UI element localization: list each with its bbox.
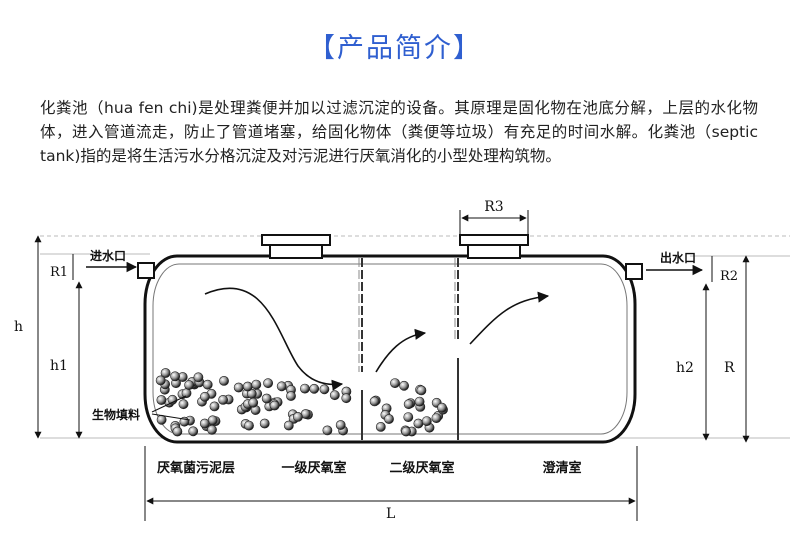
- media-ball: [384, 414, 394, 424]
- media-ball: [341, 393, 352, 404]
- media-ball: [170, 371, 180, 382]
- media-ball: [233, 382, 244, 393]
- dim-h1: h1: [50, 358, 68, 374]
- dim-h: h: [14, 319, 23, 335]
- media-ball: [399, 380, 409, 391]
- filter-media-balls: [155, 368, 448, 437]
- chamber-label-sludge: 厌氧菌污泥层: [157, 460, 235, 476]
- media-ball: [292, 411, 303, 422]
- media-ball: [178, 399, 189, 410]
- dim-r1: R1: [50, 265, 68, 280]
- media-ball: [329, 390, 340, 401]
- media-ball: [181, 388, 192, 399]
- dim-r2: R2: [720, 269, 738, 284]
- media-ball: [416, 385, 427, 396]
- media-ball: [335, 420, 346, 430]
- media-ball: [437, 402, 447, 413]
- media-ball: [209, 401, 220, 412]
- dim-r3: R3: [484, 199, 503, 215]
- dim-l: L: [386, 506, 395, 522]
- media-ball: [319, 384, 330, 395]
- media-ball: [244, 420, 254, 431]
- media-ball: [421, 416, 432, 426]
- media-ball: [375, 421, 386, 432]
- media-label: 生物填料: [92, 407, 140, 422]
- media-ball: [219, 375, 229, 386]
- media-ball: [193, 372, 204, 383]
- media-ball: [431, 413, 442, 423]
- septic-tank-diagram: R3 进水口 出水口 R1 R2 生物填料 h h1 h2 R 厌氧菌污泥层 一…: [14, 199, 790, 522]
- media-ball: [269, 400, 280, 411]
- media-ball: [322, 425, 333, 436]
- media-ball: [242, 381, 253, 392]
- media-ball: [403, 399, 414, 410]
- media-ball: [299, 383, 310, 394]
- intro-paragraph: 化粪池（hua fen chi)是处理粪便并加以过滤沉淀的设备。其原理是固化物在…: [40, 99, 758, 165]
- dim-r: R: [724, 360, 735, 376]
- chamber-label-first: 一级厌氧室: [281, 460, 346, 476]
- inlet-label: 进水口: [90, 248, 126, 263]
- media-ball: [403, 412, 414, 422]
- chamber-label-clarify: 澄清室: [542, 460, 581, 476]
- manhole-left: [261, 234, 331, 259]
- inlet-pipe: [137, 262, 155, 279]
- outlet-label: 出水口: [660, 250, 696, 265]
- outlet-pipe: [625, 263, 643, 280]
- dim-h2: h2: [676, 360, 694, 376]
- media-ball: [207, 424, 217, 435]
- media-ball: [283, 420, 294, 431]
- media-ball: [160, 368, 171, 378]
- media-ball: [155, 375, 166, 386]
- media-ball: [401, 426, 411, 437]
- media-ball: [248, 397, 259, 408]
- flow-arrow-1: [204, 287, 344, 391]
- media-ball: [390, 378, 400, 388]
- media-ball: [199, 391, 210, 402]
- chamber-label-second: 二级厌氧室: [389, 460, 454, 476]
- media-ball: [261, 393, 272, 404]
- media-ball: [172, 426, 183, 437]
- flow-arrow-3: [469, 291, 550, 345]
- media-ball: [369, 396, 380, 407]
- media-ball: [156, 395, 167, 405]
- flow-arrow-2: [375, 328, 427, 373]
- media-ball: [286, 391, 296, 401]
- media-ball: [188, 426, 199, 437]
- page-title: 【产品简介】: [308, 33, 482, 64]
- media-ball: [251, 379, 262, 390]
- media-ball: [156, 414, 167, 425]
- media-ball: [202, 379, 213, 390]
- media-ball: [199, 418, 210, 429]
- media-ball: [263, 378, 273, 389]
- media-ball: [276, 381, 287, 392]
- media-ball: [413, 418, 424, 429]
- media-ball: [309, 383, 320, 394]
- media-ball: [259, 418, 270, 429]
- manhole-right: [459, 234, 529, 259]
- media-ball: [218, 394, 228, 405]
- media-ball: [414, 396, 425, 407]
- media-ball: [184, 380, 194, 390]
- media-ball: [167, 394, 178, 405]
